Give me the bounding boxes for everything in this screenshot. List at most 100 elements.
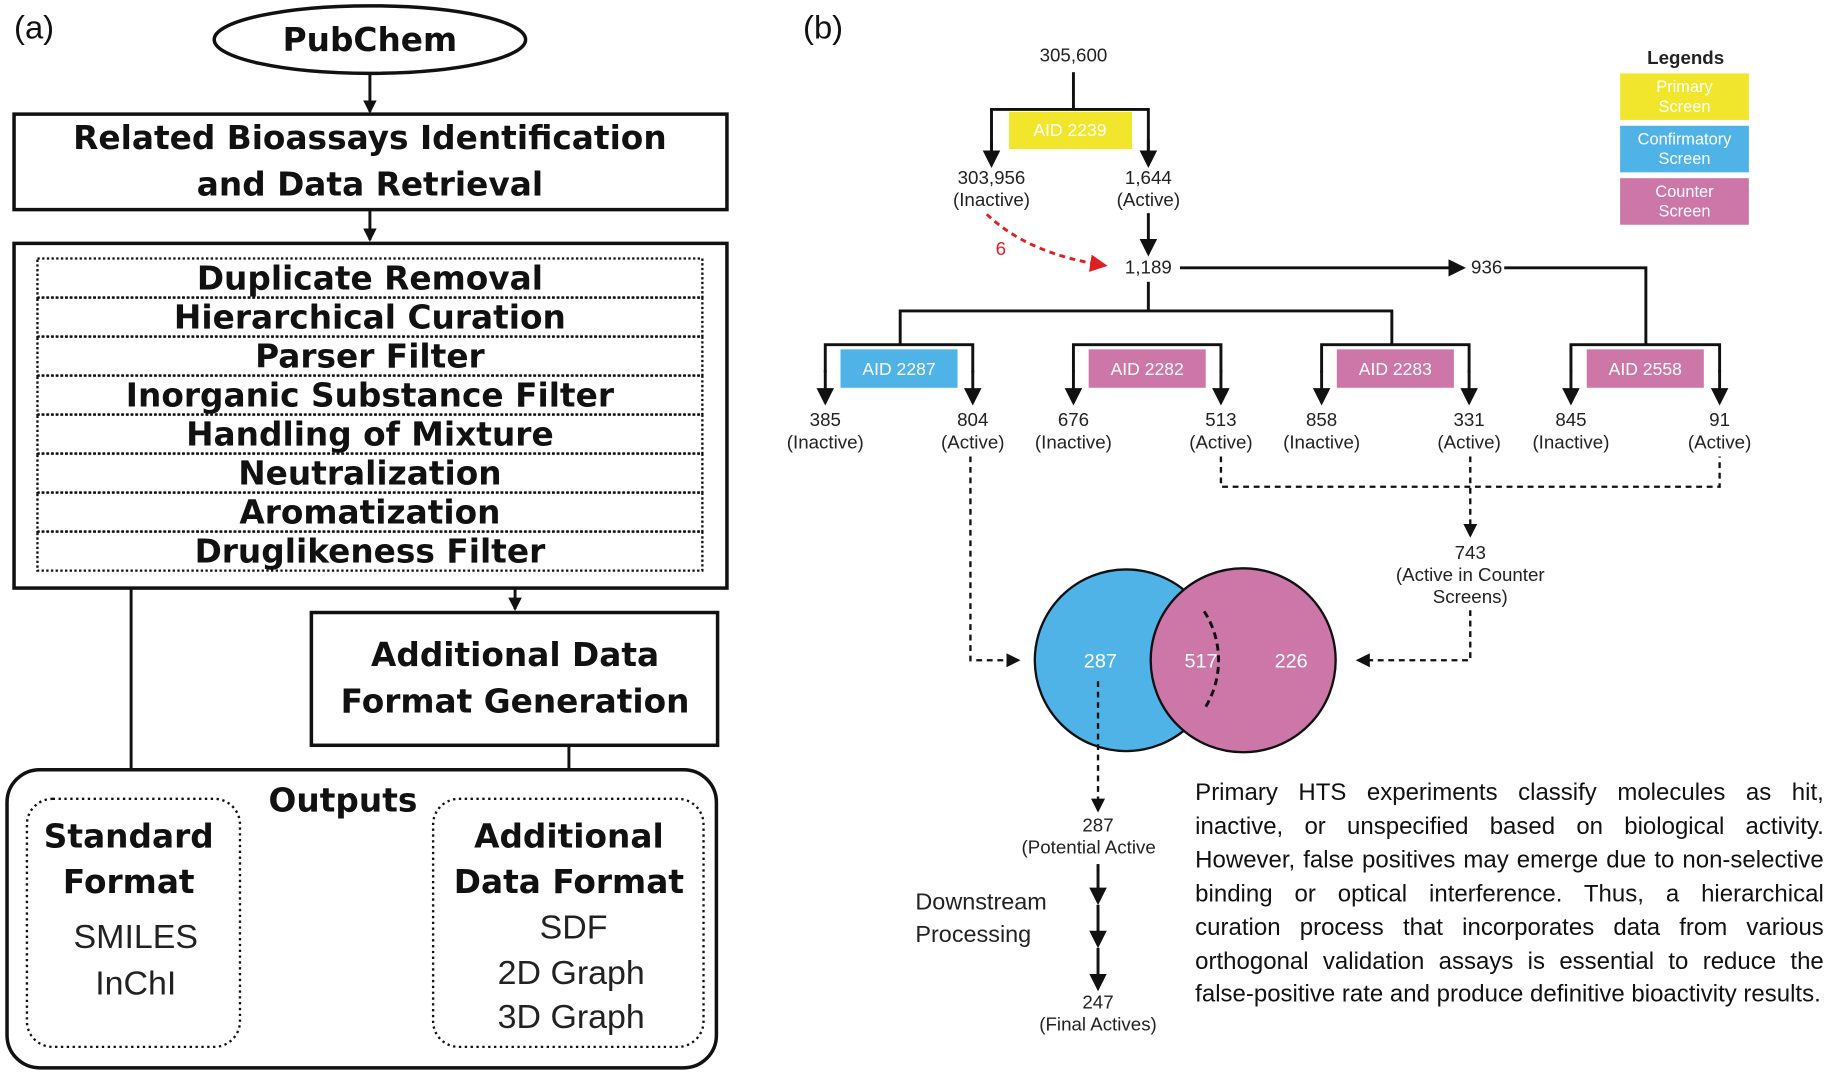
assay-active-count: 91: [1709, 409, 1730, 430]
downstream-label-1: Downstream: [915, 889, 1046, 915]
legend-title: Legends: [1647, 47, 1724, 68]
assay-inactive-label: (Inactive): [1283, 431, 1360, 452]
outputs-title: Outputs: [269, 782, 418, 820]
panel-b: (b) 305,600 AID 2239 303,956 (Inactive) …: [787, 9, 1752, 1035]
additional-item-3d-graph: 3D Graph: [498, 998, 645, 1036]
primary-active-label: (Active): [1117, 189, 1180, 210]
pubchem-label: PubChem: [283, 21, 458, 59]
counter-active-label-1: (Active in Counter: [1396, 564, 1545, 585]
legend-items: PrimaryScreenConfirmatoryScreenCounterSc…: [1620, 73, 1749, 225]
additional-title-2: Data Format: [454, 863, 684, 901]
venn-overlap-arc: [1202, 610, 1221, 710]
assay-inactive-count: 676: [1058, 409, 1089, 430]
potential-label: (Potential Active: [1022, 837, 1156, 858]
assay-aid-label: AID 2282: [1111, 359, 1184, 379]
retrieval-line-1: Related Bioassays Identification: [73, 119, 667, 157]
panel-b-label: (b): [803, 9, 843, 46]
assay-active-label: (Active): [1189, 431, 1252, 452]
venn-right-circle: [1149, 567, 1337, 754]
standard-title-2: Format: [63, 863, 195, 901]
potential-count: 287: [1082, 814, 1113, 835]
assay-aid-box: [1088, 349, 1206, 388]
assay-active-count: 804: [957, 409, 988, 430]
generation-box: [309, 610, 720, 748]
assay-aid-label: AID 2283: [1359, 359, 1432, 379]
red-dashed-arrow: [985, 213, 1108, 272]
curation-step-label: Parser Filter: [255, 338, 486, 376]
retrieval-box: [12, 112, 729, 212]
assay-active-label: (Active): [941, 431, 1004, 452]
curation-step-label: Druglikeness Filter: [195, 533, 547, 571]
retrieval-line-2: and Data Retrieval: [197, 166, 543, 204]
assay-active-count: 331: [1453, 409, 1484, 430]
curation-step-label: Inorganic Substance Filter: [126, 377, 615, 415]
panel-a: (a) PubChem Related Bioassays Identifica…: [5, 4, 729, 1070]
counter-active-count: 743: [1455, 542, 1486, 563]
assay-aid-label: AID 2558: [1609, 359, 1682, 379]
assay-inactive-count: 845: [1555, 409, 1586, 430]
aid-2239-label: AID 2239: [1033, 120, 1106, 140]
legend-label-line-1: Primary: [1656, 78, 1713, 96]
legend-label-line-2: Screen: [1659, 98, 1711, 116]
tree-line-936: [1504, 266, 1648, 345]
assay-active-count: 513: [1205, 409, 1236, 430]
standard-format-box: [25, 797, 242, 1049]
assay-aid-box: [1336, 349, 1454, 388]
assay-split-lines: [1071, 343, 1223, 373]
curation-step-label: Neutralization: [238, 455, 501, 493]
aid-2239-box: [1009, 111, 1132, 150]
total-count: 305,600: [1040, 45, 1108, 66]
assay-split-lines: [1320, 343, 1471, 373]
venn-left-count: 287: [1084, 650, 1117, 672]
venn-right-count: 226: [1275, 650, 1308, 672]
count-1189: 1,189: [1125, 257, 1172, 278]
assay-active-label: (Active): [1437, 431, 1500, 452]
additional-format-box: [431, 797, 705, 1049]
final-count: 247: [1082, 992, 1113, 1013]
additional-title-1: Additional: [474, 818, 664, 856]
legend-label-line-2: Screen: [1659, 203, 1711, 221]
standard-title-1: Standard: [44, 818, 214, 856]
assay-inactive-label: (Inactive): [1035, 431, 1112, 452]
dashed-804-to-venn: [969, 456, 1021, 668]
legend-label-line-1: Counter: [1655, 183, 1714, 201]
legend-swatch: [1620, 125, 1749, 173]
legend-label-line-1: Confirmatory: [1638, 130, 1733, 148]
dashed-counter-merge: [1219, 456, 1721, 488]
assay-aid-box: [1586, 349, 1704, 388]
legend-label-line-2: Screen: [1659, 150, 1711, 168]
removed-count: 6: [996, 238, 1006, 259]
curation-step-label: Handling of Mixture: [186, 416, 554, 454]
curation-step-label: Hierarchical Curation: [174, 299, 566, 337]
tree-bus-1189: [898, 309, 1394, 345]
standard-item-inchi: InChI: [95, 965, 176, 1003]
dashed-743-to-venn: [1355, 610, 1472, 668]
downstream-label-2: Processing: [915, 921, 1031, 947]
generation-line-2: Format Generation: [341, 683, 690, 721]
panel-a-label: (a): [14, 9, 54, 46]
assay-split-lines: [823, 343, 975, 373]
legend-swatch: [1620, 73, 1749, 120]
assay-inactive-count: 858: [1306, 409, 1337, 430]
count-936: 936: [1471, 257, 1502, 278]
generation-line-1: Additional Data: [371, 636, 659, 674]
assay-inactive-label: (Inactive): [1532, 431, 1609, 452]
counter-active-label-2: Screens): [1433, 586, 1508, 607]
standard-item-smiles: SMILES: [74, 918, 198, 956]
venn-overlap-count: 517: [1184, 650, 1217, 672]
assay-inactive-label: (Inactive): [787, 431, 864, 452]
additional-item-2d-graph: 2D Graph: [498, 954, 645, 992]
primary-inactive-label: (Inactive): [953, 189, 1030, 210]
legend-swatch: [1620, 178, 1749, 225]
assay-split-lines: [1569, 343, 1722, 373]
primary-active-count: 1,644: [1125, 167, 1172, 188]
curation-step-label: Aromatization: [239, 494, 500, 532]
assay-inactive-count: 385: [810, 409, 841, 430]
tree-split-primary: [990, 108, 1150, 164]
assay-aid-label: AID 2287: [862, 359, 935, 379]
